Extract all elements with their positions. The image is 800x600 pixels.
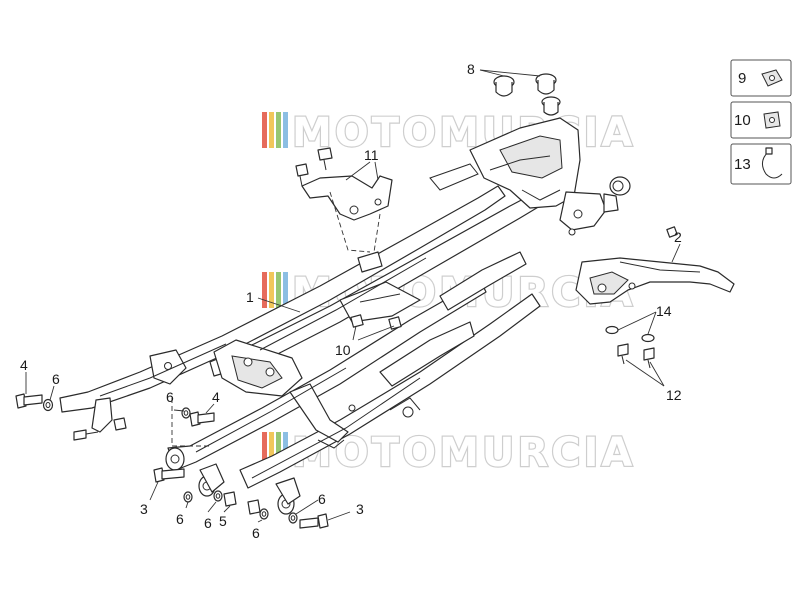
callout-2: 2 [674, 229, 682, 245]
side-part-10-number: 10 [734, 112, 751, 129]
callout-6-middle: 6 [166, 389, 174, 405]
leader-lines [25, 69, 681, 523]
callout-4-middle: 4 [212, 389, 220, 405]
callout-1: 1 [246, 289, 254, 305]
side-part-13: 13 [730, 143, 792, 185]
bracket-part-11 [295, 147, 393, 253]
callout-6-lower-b: 6 [204, 515, 212, 531]
callout-labels: 8 11 1 2 10 14 12 4 6 6 4 3 6 6 5 6 6 3 [20, 61, 682, 541]
bumper-pads-part-8 [493, 73, 561, 116]
watermark-text-top: MOTOMURCIA [292, 110, 635, 156]
callout-6-left: 6 [52, 371, 60, 387]
license-bracket-part-2 [575, 226, 735, 305]
side-part-13-number: 13 [734, 156, 751, 173]
fasteners-left [15, 393, 329, 529]
fasteners-part-12-14 [605, 325, 655, 369]
callout-3-left: 3 [140, 501, 148, 517]
side-part-9: 9 [730, 59, 792, 97]
watermark-bottom: MOTOMURCIA [262, 429, 635, 477]
callout-6-lower-c: 6 [252, 525, 260, 541]
cable-tie-icon [762, 147, 783, 179]
watermark-text-bottom: MOTOMURCIA [292, 430, 635, 476]
callout-4-left: 4 [20, 357, 28, 373]
callout-12: 12 [666, 387, 682, 403]
callout-6-lower-a: 6 [176, 511, 184, 527]
callout-14: 14 [656, 303, 672, 319]
rear-subframe [59, 117, 607, 515]
side-parts-legend: 9 10 13 [730, 59, 792, 185]
callout-3-right: 3 [356, 501, 364, 517]
callout-5: 5 [219, 513, 227, 529]
clip-nut-icon [761, 69, 783, 87]
side-part-10: 10 [730, 101, 792, 139]
rubber-cap [603, 176, 631, 213]
callout-11: 11 [364, 147, 379, 163]
callout-10: 10 [335, 342, 351, 358]
callout-8: 8 [467, 61, 475, 77]
side-part-9-number: 9 [738, 70, 746, 87]
square-nut-icon [763, 111, 781, 129]
callout-6-right: 6 [318, 491, 326, 507]
